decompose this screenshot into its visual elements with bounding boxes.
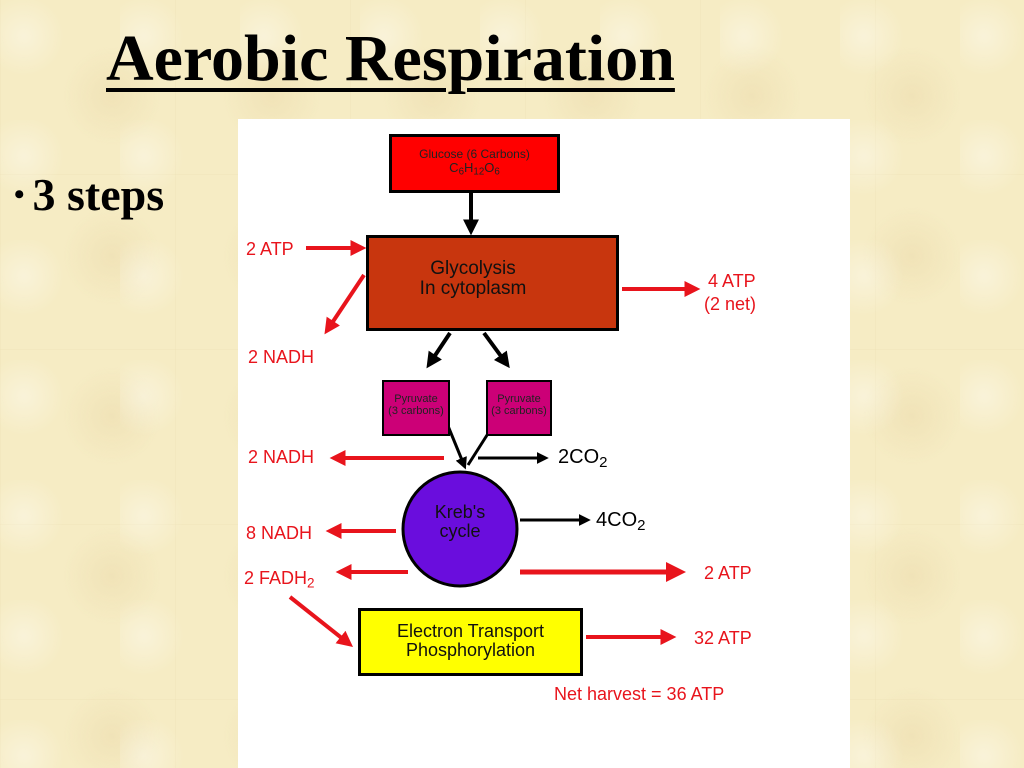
label-nadh-glycolysis: 2 NADH [248,347,315,367]
krebs-cycle-circle [401,470,519,588]
pyruvate-right-text: Pyruvate (3 carbons) [486,393,552,417]
krebs-text: Kreb's cycle [410,503,510,541]
label-co2-pyruvate: 2CO2 [558,446,608,471]
diagram-arrows [288,193,701,647]
label-net-glycolysis: (2 net) [704,294,757,314]
pyruvate-left-label: Pyruvate [394,393,438,405]
glycolysis-label: Glycolysis [430,258,516,279]
respiration-diagram: Glucose (6 Carbons) C6H12O6 Glycolysis I… [238,119,850,768]
arrow-glycolysis-to-pyruvate-right [482,331,510,369]
label-atp-out-glycolysis: 4 ATP [708,271,756,291]
bullet-dot: • [14,178,25,211]
pyruvate-left-box [382,380,450,436]
bullet-text: 3 steps [32,169,165,220]
etp-label: Electron Transport [396,621,545,641]
electron-transport-box [358,608,583,676]
label-co2-krebs: 4CO2 [596,509,646,534]
glucose-text: Glucose (6 Carbons) C6H12O6 [389,148,560,177]
glycolysis-box [366,235,619,331]
glycolysis-text: Glycolysis In cytoplasm [398,259,548,299]
etp-phosphorylation-label: Phosphorylation [405,639,536,660]
pyruvate-left-carbons: (3 carbons) [388,404,444,417]
label-net-harvest: Net harvest = 36 ATP [554,684,725,704]
glucose-formula: C6H12O6 [449,159,500,178]
pyruvate-right-carbons: (3 carbons) [491,404,547,417]
label-nadh-pyruvate: 2 NADH [248,447,315,467]
pyruvate-left-text: Pyruvate (3 carbons) [382,393,450,417]
arrow-glycolysis-to-pyruvate-left [426,331,452,369]
arrow-fadh-to-etp [288,595,354,647]
electron-transport-text: Electron Transport Phosphorylation [358,622,583,660]
glycolysis-location: In cytoplasm [419,277,527,299]
bullet-item: •3 steps [14,172,164,218]
arrow-nadh-glycolysis [324,273,366,335]
pyruvate-right-box [486,380,552,436]
krebs-cycle-label: cycle [439,520,481,541]
label-nadh-krebs: 8 NADH [246,523,313,543]
slide-title: Aerobic Respiration [106,22,675,95]
glucose-label: Glucose (6 Carbons) [419,147,530,161]
glucose-box [389,134,560,193]
label-atp-in: 2 ATP [246,239,294,259]
pyruvate-right-label: Pyruvate [497,393,541,405]
label-atp-krebs: 2 ATP [704,563,752,583]
label-fadh: 2 FADH2 [244,568,315,591]
label-atp-etp: 32 ATP [694,628,752,648]
krebs-label: Kreb's [434,502,486,522]
